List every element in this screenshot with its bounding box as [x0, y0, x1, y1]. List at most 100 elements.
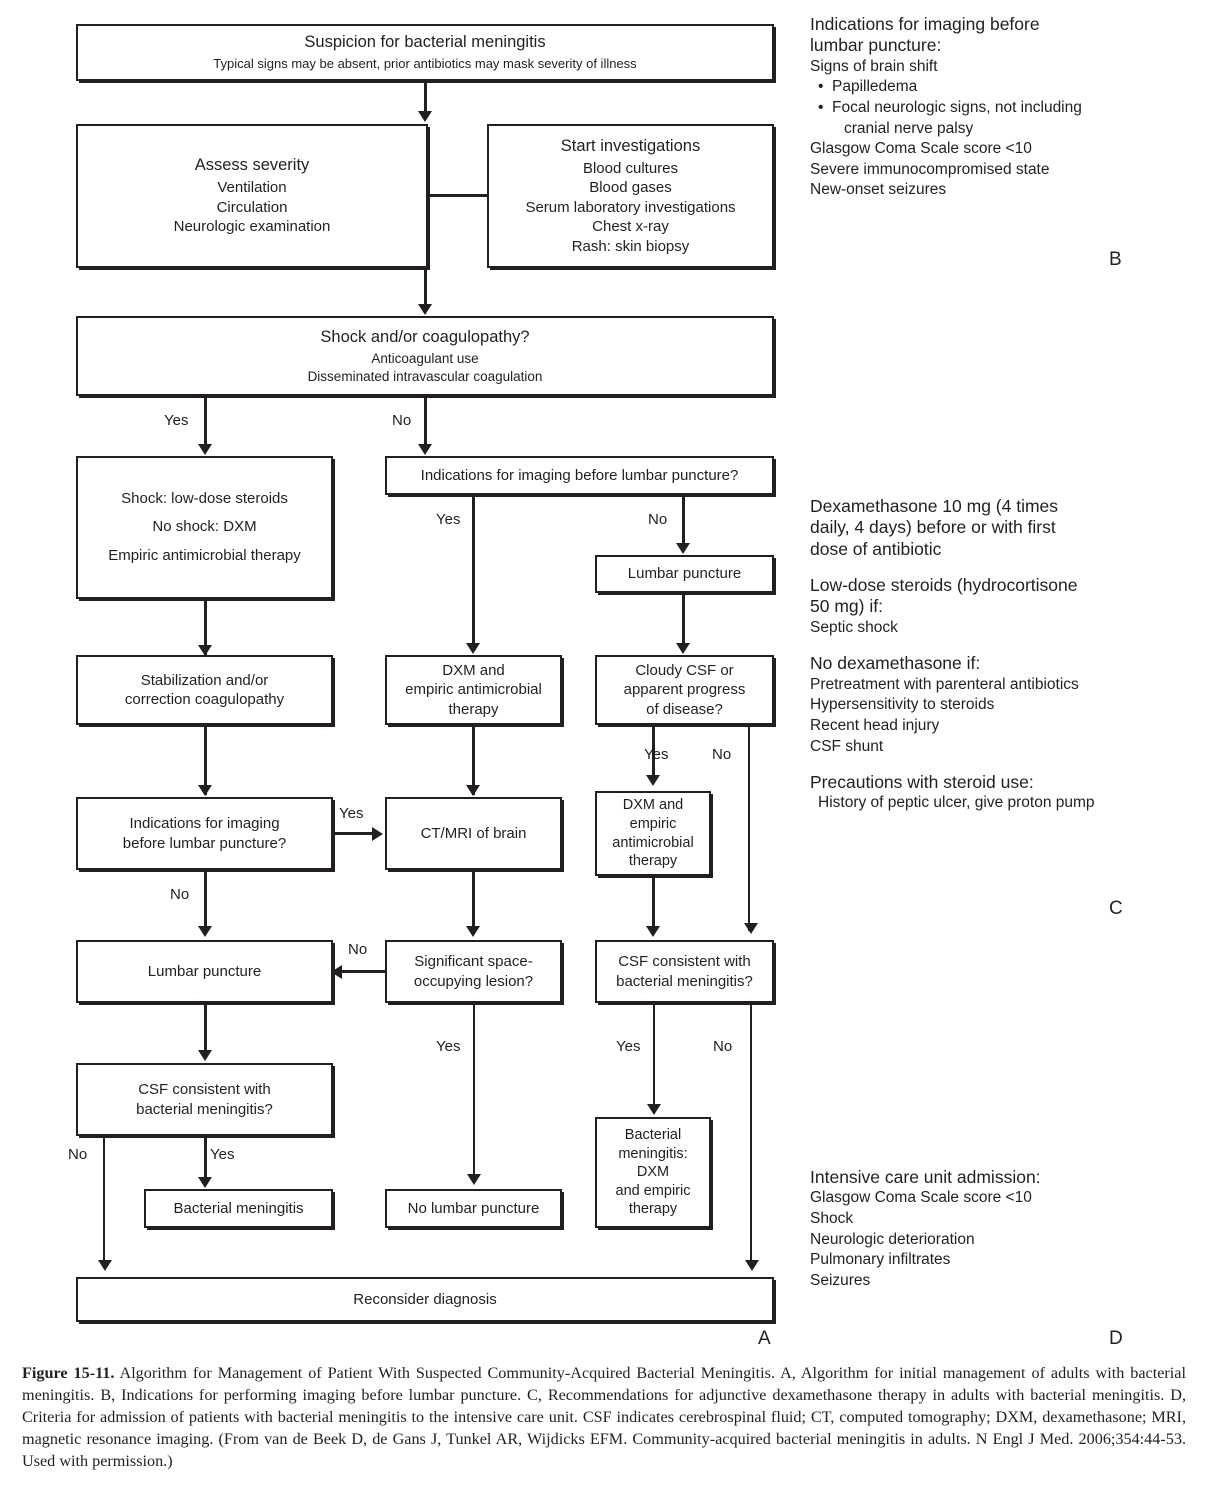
connector-cloudy-yes — [651, 725, 655, 783]
node-significant-lesion-line2: occupying lesion? — [413, 972, 534, 990]
node-bm-dxm-empiric-line3: DXM — [636, 1164, 670, 1181]
node-assess-severity-line2: Circulation — [216, 198, 288, 216]
node-dxm-empiric-right-line3: antimicrobial — [612, 834, 694, 851]
node-ct-mri-line1: CT/MRI of brain — [420, 824, 527, 842]
arrowhead-assess-shock — [418, 304, 432, 315]
connector-cloudy-no — [748, 725, 751, 931]
node-reconsider-diagnosis: Reconsider diagnosis — [76, 1277, 774, 1322]
node-dxm-empiric-mid-line3: therapy — [448, 700, 499, 718]
node-bacterial-meningitis: Bacterial meningitis — [144, 1189, 333, 1228]
node-shock-steroids: Shock: low-dose steroids No shock: DXM E… — [76, 456, 333, 599]
connector-indications-mid-no — [681, 495, 685, 551]
node-csf-consistent-left: CSF consistent with bacterial meningitis… — [76, 1063, 333, 1136]
connector-stabilization-indications — [203, 725, 207, 795]
connector-csfleft-no — [103, 1136, 106, 1267]
arrowhead-lpleft-csfleft — [198, 1050, 212, 1061]
arrowhead-ctmri-lesion — [466, 926, 480, 937]
node-dxm-empiric-mid-line1: DXM and — [442, 662, 505, 680]
node-indications-left: Indications for imaging before lumbar pu… — [76, 797, 333, 870]
panel-d-item-2: Shock — [810, 1209, 854, 1227]
node-assess-severity-title: Assess severity — [194, 156, 310, 175]
arrowhead-csfleft-no — [97, 1260, 112, 1271]
node-assess-severity: Assess severity Ventilation Circulation … — [76, 124, 428, 268]
connector-dxmright-csfright — [651, 876, 655, 934]
panel-c-head2-line1: Low-dose steroids (hydrocortisone — [810, 575, 1078, 596]
panel-b-item-4: New-onset seizures — [810, 181, 947, 199]
node-dxm-empiric-mid: DXM and empiric antimicrobial therapy — [385, 655, 562, 725]
panel-b-item-1: Signs of brain shift — [810, 57, 938, 75]
node-significant-lesion: Significant space- occupying lesion? — [385, 940, 562, 1003]
node-no-lumbar-puncture: No lumbar puncture — [385, 1189, 562, 1228]
figure-caption-text: Algorithm for Management of Patient With… — [22, 1364, 1186, 1471]
panel-c-gap-1 — [810, 560, 1195, 575]
panel-c-gap-3 — [810, 757, 1195, 772]
node-shock-steroids-line3: Empiric antimicrobial therapy — [108, 546, 301, 564]
panel-b-bullet-2: Focal neurologic signs, not including cr… — [810, 98, 1195, 139]
connector-assess-shock — [423, 268, 427, 312]
node-cloudy-csf-line2: apparent progress — [623, 681, 746, 699]
node-reconsider-diagnosis-line1: Reconsider diagnosis — [353, 1290, 497, 1308]
panel-c-head4: Precautions with steroid use: — [810, 772, 1034, 793]
edge-label-lesion-yes: Yes — [436, 1038, 461, 1055]
figure-caption: Figure 15-11. Algorithm for Management o… — [22, 1362, 1186, 1472]
arrowhead-dxmright-csfright — [646, 926, 660, 937]
connector-csfright-no — [750, 1003, 753, 1267]
edge-label-shock-yes: Yes — [164, 412, 189, 429]
node-csf-consistent-right: CSF consistent with bacterial meningitis… — [595, 940, 774, 1003]
panel-c-head2-line2: 50 mg) if: — [810, 596, 883, 617]
panel-d-item-5: Seizures — [810, 1271, 871, 1289]
arrowhead-shock-no — [418, 444, 432, 455]
connector-assess-investigations — [428, 194, 488, 197]
node-assess-severity-line1: Ventilation — [217, 179, 287, 197]
panel-c-item-2: Pretreatment with parenteral antibiotics — [810, 675, 1079, 693]
edge-label-csfright-no: No — [713, 1038, 733, 1055]
node-suspicion-title: Suspicion for bacterial meningitis — [304, 33, 546, 52]
node-no-lumbar-puncture-line1: No lumbar puncture — [407, 1199, 540, 1217]
node-lumbar-puncture-left-line1: Lumbar puncture — [147, 962, 262, 980]
node-start-investigations: Start investigations Blood cultures Bloo… — [487, 124, 774, 268]
node-csf-consistent-left-line2: bacterial meningitis? — [136, 1100, 273, 1118]
panel-c-item-4: Recent head injury — [810, 716, 940, 734]
connector-lesion-yes — [472, 1003, 475, 1181]
edge-label-cloudy-no: No — [712, 746, 732, 763]
node-indications-mid: Indications for imaging before lumbar pu… — [385, 456, 774, 495]
connector-indications-left-yes — [333, 832, 375, 835]
node-indications-left-line2: before lumbar puncture? — [122, 834, 287, 852]
panel-d-item-3: Neurologic deterioration — [810, 1230, 975, 1248]
connector-lp-cloudy — [681, 593, 685, 651]
node-start-investigations-title: Start investigations — [560, 136, 701, 155]
node-bm-dxm-empiric-line1: Bacterial — [624, 1127, 682, 1144]
node-lumbar-puncture-mid: Lumbar puncture — [595, 555, 774, 593]
arrowhead-suspicion-assess — [418, 111, 432, 122]
node-ct-mri: CT/MRI of brain — [385, 797, 562, 870]
arrowhead-csfright-no — [744, 1260, 759, 1271]
arrowhead-cloudy-no — [743, 923, 758, 934]
node-dxm-empiric-mid-line2: empiric antimicrobial — [405, 681, 542, 699]
connector-csfright-yes — [652, 1003, 655, 1111]
node-indications-left-line1: Indications for imaging — [129, 815, 280, 832]
node-cloudy-csf-line1: Cloudy CSF or — [635, 662, 734, 680]
arrowhead-shock-yes — [198, 444, 212, 455]
node-bm-dxm-empiric: Bacterial meningitis: DXM and empiric th… — [595, 1117, 711, 1228]
node-significant-lesion-line1: Significant space- — [414, 953, 533, 970]
node-bm-dxm-empiric-line5: therapy — [628, 1201, 678, 1218]
edge-label-csfright-yes: Yes — [616, 1038, 641, 1055]
panel-letter-b: B — [1109, 249, 1122, 270]
node-bacterial-meningitis-line1: Bacterial meningitis — [173, 1199, 304, 1217]
edge-label-shock-no: No — [392, 412, 412, 429]
panel-c-item-5: CSF shunt — [810, 737, 884, 755]
connector-ctmri-lesion — [471, 870, 475, 934]
arrowhead-shocksteroids-stabilization — [198, 645, 212, 656]
figure-caption-label: Figure 15-11. — [22, 1364, 115, 1382]
edge-label-lesion-no: No — [348, 941, 368, 958]
edge-label-cloudy-yes: Yes — [644, 746, 669, 763]
connector-suspicion-assess — [423, 81, 427, 115]
node-start-investigations-line1: Blood cultures — [582, 159, 679, 177]
node-bm-dxm-empiric-line2: meningitis: — [618, 1145, 688, 1162]
panel-d-item-4: Pulmonary infiltrates — [810, 1251, 951, 1269]
node-suspicion: Suspicion for bacterial meningitis Typic… — [76, 24, 774, 81]
connector-lesion-no — [341, 970, 385, 973]
node-start-investigations-line4: Chest x-ray — [592, 218, 669, 236]
panel-b-item-3: Severe immunocompromised state — [810, 160, 1050, 178]
connector-lpleft-csfleft — [203, 1003, 207, 1057]
